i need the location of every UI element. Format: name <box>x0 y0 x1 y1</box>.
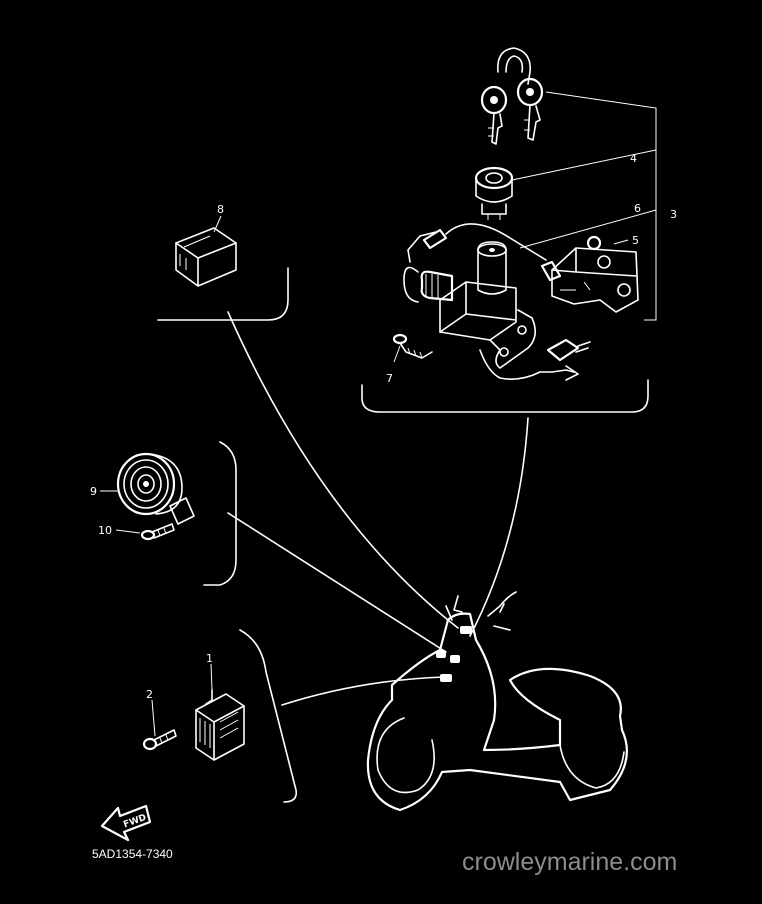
leader-line-rectifier <box>281 676 445 706</box>
bracket-rectifier-group <box>239 629 298 803</box>
diagram-code: 5AD1354-7340 <box>92 847 173 861</box>
screw-part-7 <box>392 333 433 359</box>
relay-part <box>175 227 237 287</box>
callout-8: 8 <box>217 203 224 216</box>
callout-leader-1 <box>210 663 213 691</box>
callout-2: 2 <box>146 688 153 701</box>
bracket-horn-group <box>203 441 237 586</box>
callout-leader-7 <box>393 345 401 363</box>
leader-line-horn <box>227 512 447 653</box>
rectifier-part <box>195 689 245 761</box>
callout-9: 9 <box>90 485 97 498</box>
scooter-silhouette <box>366 591 628 812</box>
bolt-part-10 <box>140 523 175 541</box>
horn-part <box>116 452 195 525</box>
lock-cylinder-part <box>474 166 514 220</box>
leader-line-relay <box>227 311 459 629</box>
leader-line-switch <box>469 417 529 637</box>
callout-5: 5 <box>632 234 639 247</box>
callout-6: 6 <box>634 202 641 215</box>
callout-leader-5 <box>613 239 629 245</box>
callout-bracket-3 <box>545 91 657 321</box>
forward-arrow-icon <box>100 804 152 842</box>
callout-10: 10 <box>98 524 112 537</box>
bracket-switch-group <box>361 379 649 413</box>
screw-part-2 <box>142 729 177 751</box>
callout-3: 3 <box>670 208 677 221</box>
callout-1: 1 <box>206 652 213 665</box>
bracket-relay-group <box>157 267 289 321</box>
lock-mechanism-part <box>540 235 639 313</box>
callout-7: 7 <box>386 372 393 385</box>
callout-leader-8 <box>213 215 222 233</box>
ignition-keys <box>480 47 544 145</box>
callout-leader-6 <box>519 209 657 249</box>
main-switch-part <box>403 223 591 381</box>
callout-4: 4 <box>630 152 637 165</box>
callout-leader-4 <box>511 149 657 181</box>
callout-leader-2 <box>151 699 156 737</box>
callout-leader-10 <box>115 529 141 534</box>
watermark: crowleymarine.com <box>462 848 677 876</box>
